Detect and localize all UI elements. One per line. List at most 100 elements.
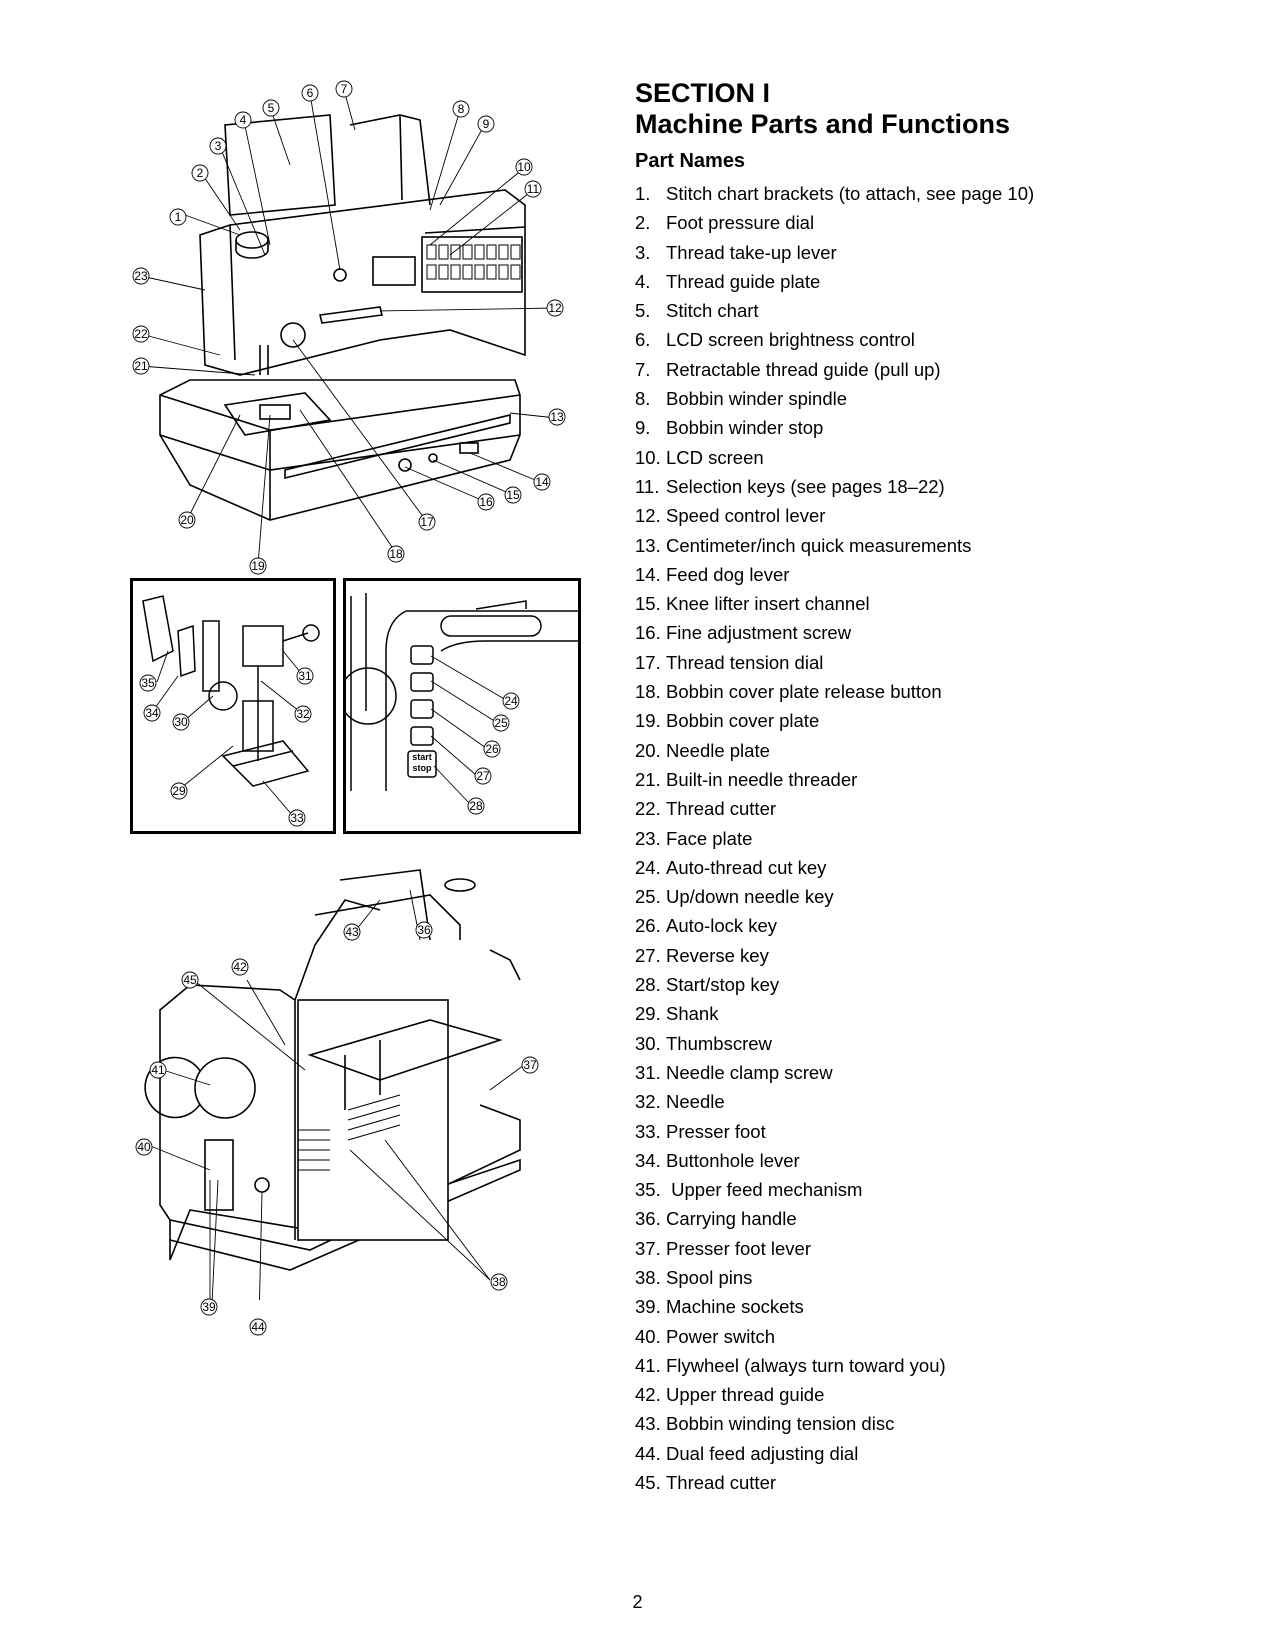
part-label: LCD screen brightness control	[666, 329, 915, 351]
page-number: 2	[632, 1592, 643, 1612]
svg-text:39: 39	[202, 1300, 216, 1314]
svg-text:18: 18	[389, 547, 403, 561]
part-label: Bobbin winding tension disc	[666, 1413, 895, 1435]
svg-text:16: 16	[479, 495, 493, 509]
part-label: Stitch chart	[666, 300, 759, 322]
part-label: Centimeter/inch quick measurements	[666, 534, 972, 556]
parts-text-column: SECTION I Machine Parts and Functions Pa…	[635, 78, 1235, 1497]
part-number: 32.	[635, 1091, 661, 1113]
part-number: 27.	[635, 944, 661, 966]
part-item: 16.Fine adjustment screw	[635, 618, 1235, 647]
part-number: 28.	[635, 974, 661, 996]
part-number: 41.	[635, 1354, 661, 1376]
part-number: 15.	[635, 593, 661, 615]
svg-text:14: 14	[535, 475, 549, 489]
part-item: 26.Auto-lock key	[635, 911, 1235, 940]
part-number: 29.	[635, 1003, 661, 1025]
svg-text:25: 25	[494, 716, 508, 730]
svg-text:10: 10	[517, 160, 531, 174]
part-number: 18.	[635, 681, 661, 703]
part-item: 12.Speed control lever	[635, 501, 1235, 530]
part-number: 4.	[635, 270, 651, 292]
part-number: 31.	[635, 1061, 661, 1083]
part-item: 36.Carrying handle	[635, 1204, 1235, 1233]
part-item: 19.Bobbin cover plate	[635, 706, 1235, 735]
part-item: 32.Needle	[635, 1087, 1235, 1116]
part-item: 34.Buttonhole lever	[635, 1146, 1235, 1175]
part-names-list: 1.Stitch chart brackets (to attach, see …	[635, 179, 1235, 1497]
svg-text:2: 2	[197, 166, 204, 180]
part-number: 9.	[635, 417, 651, 439]
svg-text:6: 6	[307, 86, 314, 100]
svg-text:19: 19	[251, 559, 265, 573]
part-number: 37.	[635, 1237, 661, 1259]
part-item: 39.Machine sockets	[635, 1292, 1235, 1321]
svg-text:17: 17	[420, 515, 434, 529]
svg-text:1: 1	[175, 210, 182, 224]
part-item: 9.Bobbin winder stop	[635, 413, 1235, 442]
part-label: Auto-thread cut key	[666, 856, 827, 878]
part-item: 11.Selection keys (see pages 18–22)	[635, 472, 1235, 501]
part-number: 40.	[635, 1325, 661, 1347]
svg-text:3: 3	[215, 139, 222, 153]
part-label: Face plate	[666, 827, 753, 849]
svg-text:21: 21	[134, 359, 148, 373]
svg-text:23: 23	[134, 269, 148, 283]
svg-text:45: 45	[183, 973, 197, 987]
svg-text:42: 42	[233, 960, 247, 974]
part-number: 12.	[635, 505, 661, 527]
part-label: Upper thread guide	[666, 1384, 825, 1406]
part-item: 29.Shank	[635, 999, 1235, 1028]
part-number: 24.	[635, 856, 661, 878]
svg-text:13: 13	[550, 410, 564, 424]
part-item: 43.Bobbin winding tension disc	[635, 1409, 1235, 1438]
part-label: Spool pins	[666, 1266, 753, 1288]
part-item: 7.Retractable thread guide (pull up)	[635, 355, 1235, 384]
part-number: 3.	[635, 241, 651, 263]
part-item: 24.Auto-thread cut key	[635, 853, 1235, 882]
part-item: 28.Start/stop key	[635, 970, 1235, 999]
part-label: Built-in needle threader	[666, 768, 858, 790]
svg-text:26: 26	[485, 742, 499, 756]
part-number: 44.	[635, 1442, 661, 1464]
part-number: 36.	[635, 1208, 661, 1230]
part-label: Needle plate	[666, 739, 770, 761]
svg-text:20: 20	[180, 513, 194, 527]
svg-text:40: 40	[137, 1140, 151, 1154]
part-label: Buttonhole lever	[666, 1149, 800, 1171]
part-item: 15.Knee lifter insert channel	[635, 589, 1235, 618]
svg-text:27: 27	[476, 769, 490, 783]
part-label: Upper feed mechanism	[666, 1179, 863, 1201]
part-item: 20.Needle plate	[635, 736, 1235, 765]
svg-text:30: 30	[174, 715, 188, 729]
part-item: 14.Feed dog lever	[635, 560, 1235, 589]
part-label: Shank	[666, 1003, 719, 1025]
part-names-heading: Part Names	[635, 150, 746, 172]
part-item: 42.Upper thread guide	[635, 1380, 1235, 1409]
part-label: Carrying handle	[666, 1208, 797, 1230]
part-number: 38.	[635, 1266, 661, 1288]
part-number: 7.	[635, 358, 651, 380]
part-number: 8.	[635, 388, 651, 410]
part-label: Foot pressure dial	[666, 212, 815, 234]
part-item: 13.Centimeter/inch quick measurements	[635, 531, 1235, 560]
part-label: Feed dog lever	[666, 563, 790, 585]
part-item: 31.Needle clamp screw	[635, 1058, 1235, 1087]
part-number: 21.	[635, 768, 661, 790]
svg-text:15: 15	[506, 488, 520, 502]
part-label: Selection keys (see pages 18–22)	[666, 475, 945, 497]
part-label: Needle clamp screw	[666, 1061, 833, 1083]
part-item: 38.Spool pins	[635, 1263, 1235, 1292]
part-label: Auto-lock key	[666, 915, 778, 937]
part-label: Knee lifter insert channel	[666, 593, 870, 615]
start-key-label: start	[412, 752, 432, 762]
part-number: 23.	[635, 827, 661, 849]
svg-text:35: 35	[141, 676, 155, 690]
part-number: 17.	[635, 651, 661, 673]
part-number: 1.	[635, 183, 651, 204]
part-label: Thread cutter	[666, 1472, 777, 1494]
